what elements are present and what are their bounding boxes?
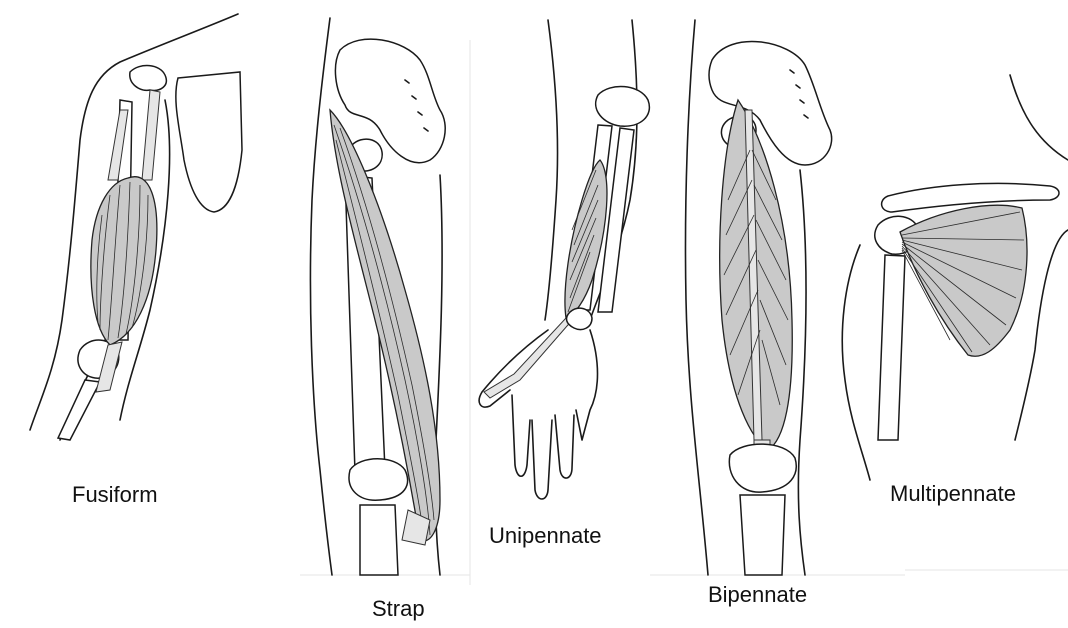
label-multipennate: Multipennate	[890, 481, 1016, 507]
label-strap: Strap	[372, 596, 425, 622]
label-unipennate: Unipennate	[489, 523, 602, 549]
fusiform-illustration	[30, 14, 242, 440]
unipennate-illustration	[479, 20, 649, 499]
multipennate-illustration	[842, 75, 1068, 480]
label-bipennate: Bipennate	[708, 582, 807, 608]
strap-illustration	[310, 18, 445, 575]
bipennate-illustration	[685, 20, 831, 575]
label-fusiform: Fusiform	[72, 482, 158, 508]
